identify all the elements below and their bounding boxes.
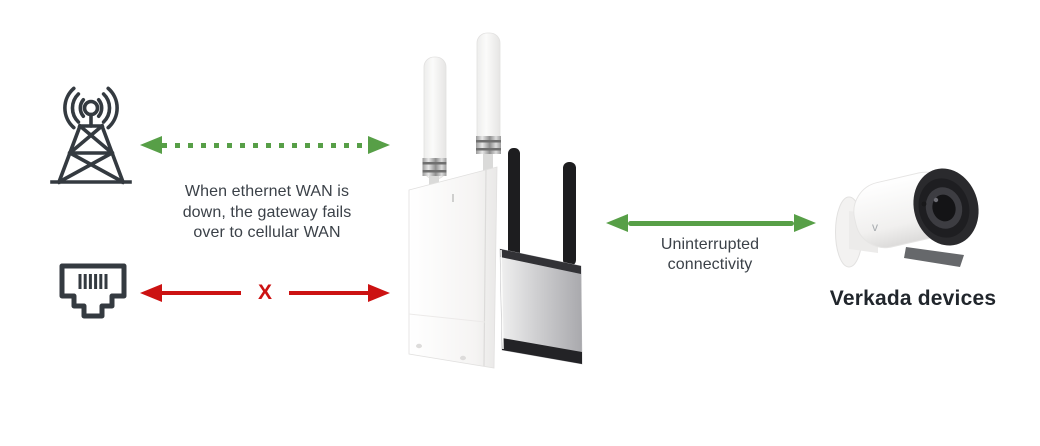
cellular-module-top — [500, 249, 581, 274]
camera-graphic: v — [835, 168, 979, 268]
cellular-failover-arrow — [140, 136, 390, 154]
failover-note-line-1: When ethernet WAN is — [184, 183, 350, 200]
antenna-connector-right — [476, 136, 501, 154]
connectivity-label-line-1: Uninterrupted — [660, 236, 760, 253]
blocked-x-marker: X — [258, 280, 273, 304]
red-line-right — [289, 291, 369, 295]
gateway-body — [408, 166, 498, 369]
cellular-gateway-devices-image — [405, 28, 600, 378]
arrowhead-right — [794, 214, 816, 232]
connectivity-arrow — [606, 213, 816, 233]
arrowhead-right — [368, 136, 390, 154]
gateway-graphic — [408, 32, 583, 369]
verkada-devices-caption: Verkada devices — [829, 287, 997, 310]
verkada-v-logo: v — [872, 220, 878, 234]
ethernet-port-icon — [56, 260, 130, 326]
arrowhead-left — [140, 136, 162, 154]
antenna-connector-left — [422, 158, 447, 176]
cell-tower-graphic — [50, 86, 132, 185]
cellular-module-bottom — [502, 338, 582, 364]
camera-underside — [904, 247, 964, 267]
connectivity-label-line-2: connectivity — [667, 256, 753, 273]
green-line — [628, 220, 794, 226]
arrowhead-right — [368, 284, 391, 302]
ethernet-down-arrow: X — [140, 280, 391, 304]
red-line-left — [162, 291, 241, 295]
failover-note-line-2: down, the gateway fails — [182, 203, 352, 221]
dotted-line — [162, 142, 368, 148]
black-antenna-left — [508, 148, 520, 258]
camera-lens — [932, 194, 956, 222]
failover-note: When ethernet WAN is down, the gateway f… — [147, 182, 387, 244]
camera-sensor-dot — [921, 201, 927, 207]
connectivity-label: Uninterrupted connectivity — [608, 235, 812, 275]
verkada-bullet-camera-image: v — [828, 155, 998, 280]
cell-tower-icon — [45, 86, 137, 188]
failover-note-line-3: over to cellular WAN — [193, 224, 341, 241]
white-antenna-right — [476, 32, 501, 154]
ethernet-port-graphic — [59, 263, 127, 319]
arrowhead-left — [140, 284, 162, 302]
arrowhead-left — [606, 214, 628, 232]
black-antenna-right — [563, 162, 576, 266]
